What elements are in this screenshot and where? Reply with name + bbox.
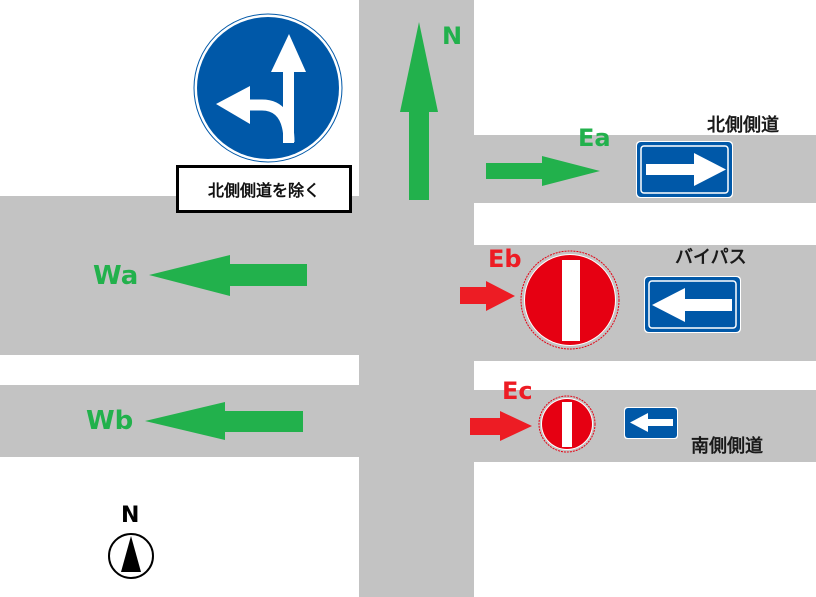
route-label-wa: Wa — [93, 261, 139, 291]
road-name-north-frontage: 北側側道 — [707, 115, 779, 136]
route-label-wb: Wb — [86, 406, 134, 436]
sign-exception-caption: 北側側道を除く — [176, 165, 352, 213]
arrow-wa-icon — [149, 255, 307, 296]
designated-direction-sign-icon — [193, 13, 343, 163]
arrow-wb-icon — [145, 402, 303, 440]
arrow-ec-icon — [470, 411, 532, 441]
north-arrow-icon — [400, 22, 438, 200]
compass-north-label: N — [121, 503, 140, 528]
north-label: N — [442, 22, 463, 50]
compass-icon — [108, 533, 154, 579]
road-name-south-frontage: 南側側道 — [691, 436, 763, 457]
route-label-ec: Ec — [502, 377, 533, 405]
route-label-ea: Ea — [578, 124, 611, 152]
one-way-right-sign-ea-icon — [636, 141, 733, 198]
road-name-bypass: バイパス — [675, 247, 747, 268]
arrow-eb-icon — [460, 281, 515, 311]
no-entry-sign-ec-icon — [538, 395, 596, 453]
no-entry-sign-eb-icon — [520, 250, 620, 350]
one-way-left-sign-ec-icon — [624, 407, 678, 439]
one-way-left-sign-eb-icon — [644, 276, 741, 333]
sign-exception-text: 北側側道を除く — [207, 181, 320, 200]
route-label-eb: Eb — [488, 245, 522, 273]
arrow-ea-icon — [486, 156, 600, 186]
